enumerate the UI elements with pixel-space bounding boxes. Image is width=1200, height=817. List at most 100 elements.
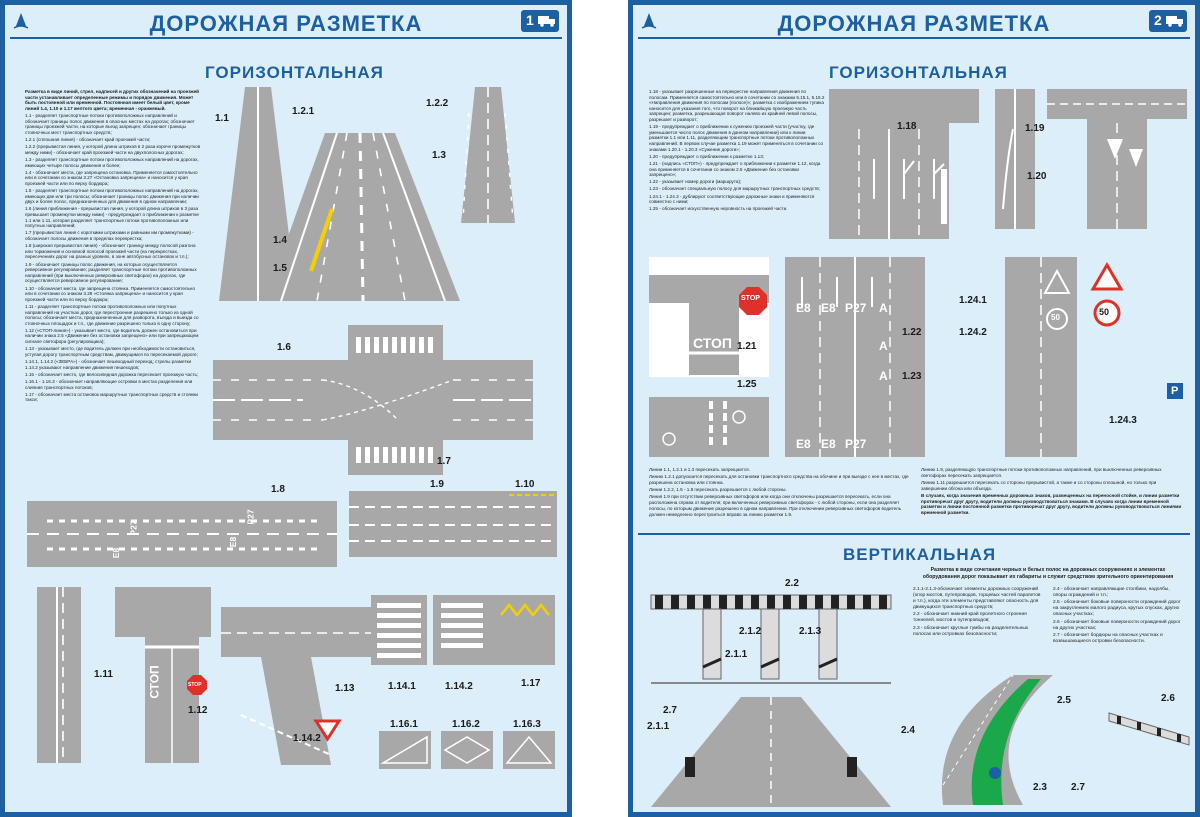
sign-duplicate-illustration [1005, 257, 1077, 457]
poster-horizontal-2: ДОРОЖНАЯ РАЗМЕТКА 2 ГОРИЗОНТАЛЬНАЯ 1.18 … [628, 0, 1200, 817]
desc-1-24: 1.24.1 - 1.24.3 - дублируют соответствую… [649, 193, 815, 205]
note-left-2: Линию 1.2.1 допускается пересекать для о… [649, 474, 909, 485]
desc-1-10: 1.10 - обозначает места, где запрещена с… [25, 285, 195, 302]
label-1-25: 1.25 [737, 379, 757, 390]
narrowing-illustration [995, 89, 1035, 229]
desc-1-5: 1.5 - разделяет транспортные потоки прот… [25, 188, 199, 205]
label-2-7-right: 2.7 [1071, 782, 1085, 793]
sail-logo-icon [13, 13, 29, 29]
poster-number-badge: 1 [521, 10, 559, 32]
section-title: ГОРИЗОНТАЛЬНАЯ [829, 63, 1008, 82]
poster-horizontal-1: ДОРОЖНАЯ РАЗМЕТКА 1 ГОРИЗОНТАЛЬНАЯ Разме… [0, 0, 572, 817]
yield-ahead-illustration [1047, 89, 1187, 229]
road-text-stop-2: СТОП [693, 335, 732, 351]
vertical-intro: Разметка в виде сочетания черных и белых… [922, 567, 1174, 580]
desc-1-9: 1.9 - обозначает границы полос движения,… [25, 261, 197, 284]
note-right-1: Линию 1.9, разделяющую транспортные пото… [921, 467, 1162, 478]
label-1-14-1: 1.14.1 [388, 681, 416, 692]
note-right-2: Линию 1.11 разрешается пересекать со сто… [921, 479, 1157, 491]
vert-desc-2-7: 2.7 - обозначает бордюры на опасных учас… [1053, 633, 1163, 645]
poster-number: 1 [526, 12, 534, 28]
label-2-3: 2.3 [1033, 782, 1047, 793]
intersection-illustration [213, 325, 533, 475]
road-text-lane-a-1: А [879, 301, 888, 315]
marking-description: 1.18 - указывает разрешенные на перекрес… [649, 89, 825, 214]
vertical-desc-col2: 2.4 - обозначает направляющие столбики, … [1053, 587, 1183, 647]
crossing-rules-left: Линии 1.1, 1.2.1 и 1.3 пересекать запрещ… [649, 467, 911, 519]
bridge-illustration [650, 594, 892, 684]
label-2-5: 2.5 [1057, 695, 1071, 706]
label-2-6: 2.6 [1161, 693, 1175, 704]
poster-title: ДОРОЖНАЯ РАЗМЕТКА [149, 11, 423, 36]
label-2-1-2: 2.1.2 [739, 626, 762, 637]
desc-1-20: 1.20 - предупреждает о приближении к раз… [649, 153, 765, 159]
title-divider [638, 37, 1190, 39]
label-2-2: 2.2 [785, 578, 799, 589]
sign-speed-text: 50 [1099, 307, 1110, 317]
desc-1-1: 1.1 - разделяет транспортные потоки прот… [25, 112, 195, 135]
label-1-9: 1.9 [430, 479, 444, 490]
yield-bike-illustration [221, 607, 371, 765]
poster-title: ДОРОЖНАЯ РАЗМЕТКА [777, 11, 1051, 36]
desc-1-15: 1.15 - обозначает место, где велосипедна… [25, 371, 199, 377]
intro-text: Разметка в виде линий, стрел, надписей и… [25, 89, 199, 111]
label-1-21: 1.21 [737, 341, 757, 352]
road-text-p27-2: P27 [245, 509, 256, 525]
truck-icon [1166, 16, 1183, 27]
sail-logo-icon [641, 13, 657, 29]
label-1-22: 1.22 [902, 327, 922, 338]
label-1-1: 1.1 [215, 113, 229, 124]
desc-1-2-1: 1.2.1 (сплошная линия) - обозначает край… [25, 136, 151, 142]
road-text-e8-4: E8 [821, 301, 836, 315]
stop-sign-text-1: STOP [188, 682, 202, 688]
note-left-3: Линии 1.2.2, 1.5 - 1.8 пересекать разреш… [649, 487, 787, 493]
label-1-6: 1.6 [277, 342, 291, 353]
note-right-3: В случаях, когда значения временных доро… [921, 492, 1182, 516]
desc-1-8: 1.8 (широкая прерывистая линия) - обозна… [25, 243, 196, 260]
vertical-section-title: ВЕРТИКАЛЬНАЯ [843, 545, 997, 564]
road-text-e8-6: E8 [821, 437, 836, 451]
desc-1-17: 1.17 - обозначает места остановок маршру… [25, 391, 198, 403]
barrier-illustration [1108, 712, 1190, 746]
route-number-illustration [785, 257, 925, 457]
road-signs-column [1090, 262, 1183, 399]
label-1-24-3: 1.24.3 [1109, 415, 1137, 426]
label-1-19: 1.19 [1025, 123, 1045, 134]
vert-desc-2-4: 2.4 - обозначает направляющие столбики, … [1053, 587, 1170, 598]
desc-1-19: 1.19 - предупреждает о приближении к суж… [649, 124, 824, 152]
label-1-24-2: 1.24.2 [959, 327, 987, 338]
label-1-5: 1.5 [273, 263, 287, 274]
vert-desc-2-3: 2.3 - обозначает круглые тумбы на раздел… [913, 625, 1029, 637]
desc-1-25: 1.25 - обозначает искусственную неровнос… [649, 206, 788, 212]
label-1-18: 1.18 [897, 121, 917, 132]
desc-1-12: 1.12 («СТОП-линия») - указывает место, г… [25, 327, 199, 345]
road-text-lane-a-2: А [879, 339, 888, 353]
label-1-12: 1.12 [188, 705, 208, 716]
label-2-7-left: 2.7 [663, 705, 677, 716]
vert-desc-2-5: 2.5 - обозначает боковые поверхности огр… [1053, 600, 1181, 618]
crossing-rules-right: Линию 1.9, разделяющую транспортные пото… [921, 467, 1183, 517]
label-1-8: 1.8 [271, 484, 285, 495]
road-text-stop-1: СТОП [147, 665, 162, 699]
vertical-desc-col1: 2.1.1-2.1.3-обозначает элементы дорожных… [913, 587, 1043, 639]
road-text-lane-a-3: А [879, 369, 888, 383]
road-text-e8-5: E8 [796, 437, 811, 451]
label-2-1-3: 2.1.3 [799, 626, 822, 637]
label-1-3: 1.3 [432, 150, 446, 161]
label-1-10: 1.10 [515, 479, 535, 490]
label-1-23: 1.23 [902, 371, 922, 382]
island-markings [379, 731, 555, 769]
desc-1-13: 1.13 - указывает место, где водитель дол… [25, 346, 198, 357]
label-1-16-1: 1.16.1 [390, 719, 418, 730]
desc-1-6: 1.6 (линия приближения - прерывистая лин… [25, 206, 199, 229]
road-text-e8-2: E8 [228, 536, 239, 548]
desc-1-18: 1.18 - указывает разрешенные на перекрес… [649, 89, 825, 122]
road-text-p27-1: P27 [128, 520, 139, 536]
parking-sign-text: P [1171, 385, 1179, 397]
road-text-p27-4: P27 [845, 437, 867, 451]
poster-number: 2 [1154, 12, 1162, 28]
marking-description: Разметка в виде линий, стрел, надписей и… [25, 89, 201, 405]
desc-1-16: 1.16.1 - 1.16.3 - обозначает направляющи… [25, 379, 193, 390]
bridge-approach-illustration [651, 697, 891, 807]
label-1-20: 1.20 [1027, 171, 1047, 182]
